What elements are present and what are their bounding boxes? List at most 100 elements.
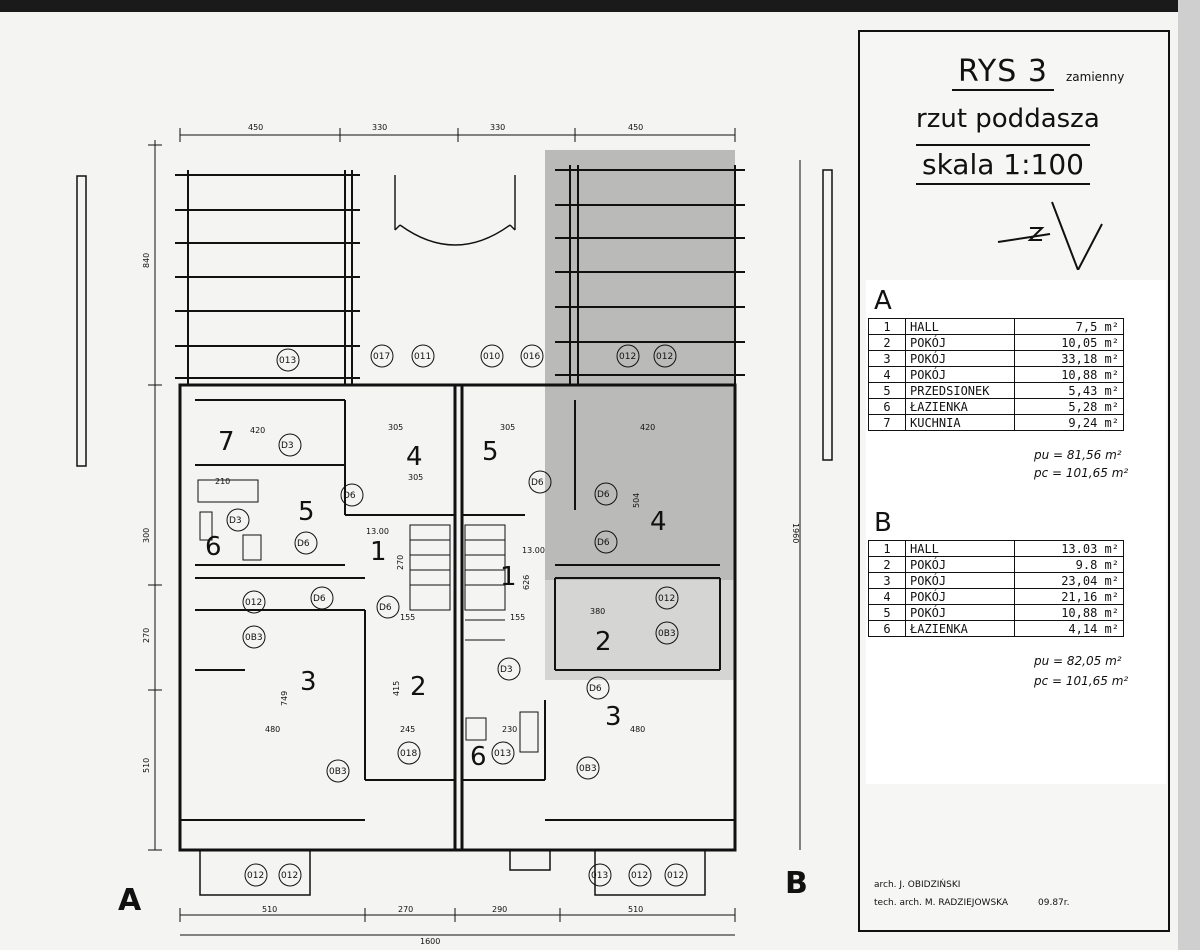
technician-signature: tech. arch. M. RADZIEJOWSKA [874, 898, 1009, 908]
interior-dim: 305 [408, 473, 423, 482]
room-number: 3 [300, 667, 317, 697]
window-tag: 0B3 [579, 764, 597, 774]
interior-dim: 305 [388, 423, 403, 432]
window-tag: 012 [656, 352, 673, 362]
window-tag: 010 [483, 352, 500, 362]
interior-dim: 155 [400, 613, 415, 622]
door-tag: D6 [589, 684, 602, 694]
interior-dim: 420 [250, 426, 265, 435]
floor-plan: 450 330 330 450 510 270 290 510 1600 840… [76, 123, 833, 946]
outer-walls [178, 383, 737, 852]
bottom-dim: 510 [262, 905, 277, 914]
interior-dim: 480 [265, 725, 280, 734]
window-tag: 012 [281, 871, 298, 881]
room-number: 6 [205, 532, 222, 562]
margin-bar-right [822, 169, 833, 461]
entry-arc [394, 175, 516, 246]
room-number: 5 [298, 497, 315, 527]
door-tags [226, 433, 618, 700]
interior-dim: 420 [640, 423, 655, 432]
scan-edge-right [1178, 0, 1200, 950]
section-marker-a: A [118, 883, 142, 918]
left-dim: 300 [142, 528, 151, 543]
window-tags [242, 344, 688, 887]
window-tag: 0B3 [329, 767, 347, 777]
top-dim: 450 [628, 123, 643, 132]
unit-b-usable-area: pu = 82,05 m² [1034, 654, 1122, 668]
room-number: 1 [370, 537, 387, 567]
total-width-dim: 1600 [420, 937, 440, 946]
bottom-dim: 510 [628, 905, 643, 914]
left-dim: 270 [142, 628, 151, 643]
bottom-dim: 290 [492, 905, 507, 914]
interior-dim: 245 [400, 725, 415, 734]
window-tag: 016 [523, 352, 540, 362]
drawing-title: rzut poddasza [916, 104, 1100, 134]
left-dim: 840 [142, 253, 151, 268]
architect-signature: arch. J. OBIDZIŃSKI [874, 880, 961, 890]
unit-b-label: B [874, 508, 892, 538]
drawing-date: 09.87r. [1038, 898, 1070, 908]
revision-note: zamienny [1066, 70, 1125, 84]
window-tag: 018 [400, 749, 417, 759]
room-number: 1 [500, 562, 517, 592]
room-number: 5 [482, 437, 499, 467]
door-tag: D3 [281, 441, 294, 451]
door-tag: D6 [343, 491, 356, 501]
bottom-dim: 270 [398, 905, 413, 914]
interior-walls [180, 399, 735, 821]
interior-dim: 155 [510, 613, 525, 622]
interior-dim: 210 [215, 477, 230, 486]
door-tag: D6 [379, 603, 392, 613]
top-dim: 330 [372, 123, 387, 132]
drawing-number: RYS 3 [952, 54, 1054, 91]
window-tag: 017 [373, 352, 390, 362]
interior-dim: 626 [522, 575, 531, 590]
window-tag: 012 [245, 598, 262, 608]
window-tag: 012 [631, 871, 648, 881]
top-dim: 450 [248, 123, 263, 132]
drawing-scale: skala 1:100 [916, 144, 1090, 185]
door-tag: D3 [229, 516, 242, 526]
window-tag: 012 [667, 871, 684, 881]
window-tag: 013 [591, 871, 608, 881]
section-marker-b: B [785, 866, 808, 901]
stairs [409, 524, 506, 641]
bath-fixtures [197, 479, 539, 753]
door-tag: D6 [597, 538, 610, 548]
unit-a-label: A [874, 286, 892, 316]
door-tag: D6 [531, 478, 544, 488]
north-arrow-icon [997, 201, 1103, 270]
pergola-right [555, 165, 745, 385]
door-tag: D3 [500, 665, 513, 675]
window-tag: 0B3 [658, 629, 676, 639]
interior-dim: 270 [396, 555, 405, 570]
interior-dim: 415 [392, 681, 401, 696]
window-tag: 012 [619, 352, 636, 362]
scan-edge-top [0, 0, 1200, 12]
pergola-left [175, 170, 360, 385]
title-block: RYS 3 zamienny rzut poddasza skala 1:100… [858, 30, 1170, 932]
shaded-area-lower [545, 580, 735, 680]
balconies [199, 849, 706, 896]
interior-dim: 305 [500, 423, 515, 432]
interior-dim: 230 [502, 725, 517, 734]
right-dim: 1960 [791, 523, 800, 543]
left-dim: 510 [142, 758, 151, 773]
room-number: 7 [218, 427, 235, 457]
window-tag: 013 [494, 749, 511, 759]
door-tag: D6 [597, 490, 610, 500]
